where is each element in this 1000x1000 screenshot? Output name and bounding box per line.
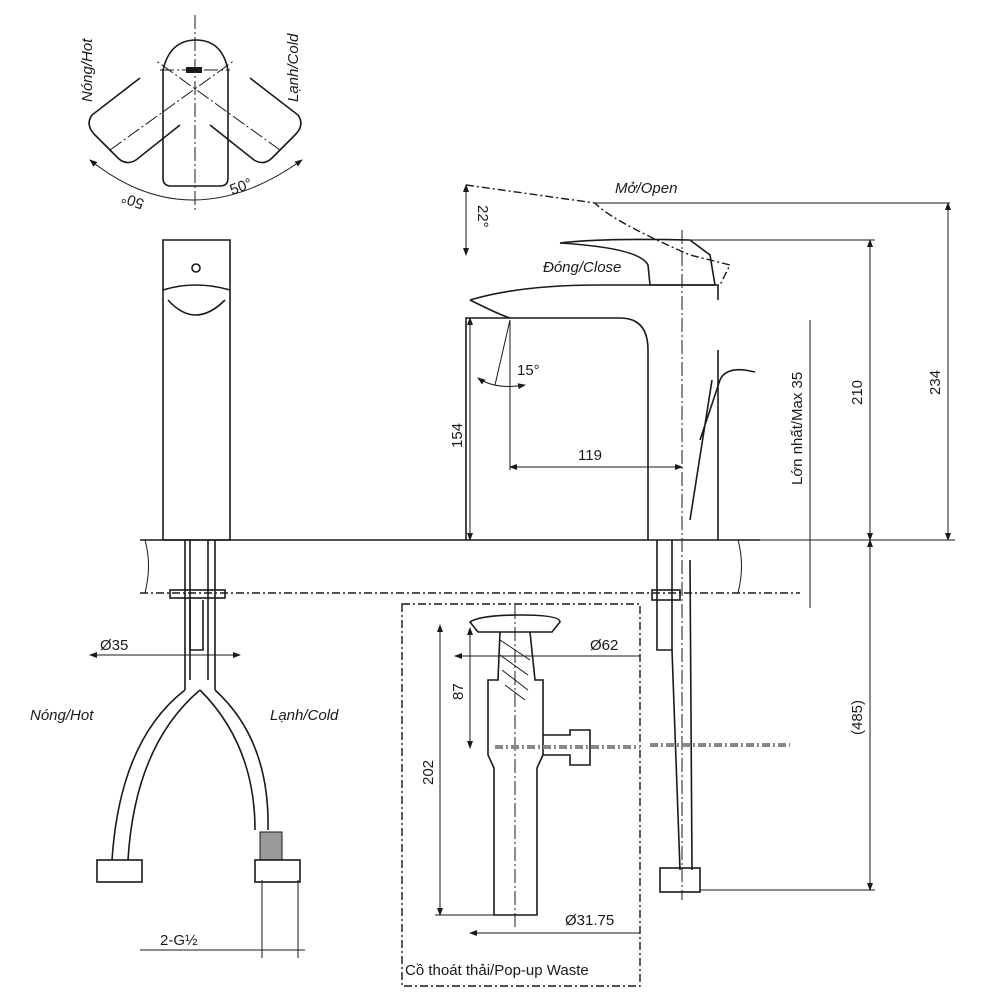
length-202-dim: 202 <box>420 760 437 785</box>
depth-87-dim: 87 <box>450 683 467 700</box>
front-view-faucet <box>89 239 305 958</box>
spout-height-dim: 154 <box>449 423 466 448</box>
hose-hot-label: Nóng/Hot <box>30 707 94 724</box>
flange-diameter-dim: Ø62 <box>590 637 618 654</box>
max-counter-label: Lớn nhất/Max 35 <box>789 372 806 485</box>
top-angle-left: 50° <box>119 188 146 212</box>
shank-diameter-label: Ø35 <box>100 637 128 654</box>
below-counter-dim: (485) <box>849 700 866 735</box>
open-position-label: Mở/Open <box>615 180 677 197</box>
height-closed-dim: 210 <box>849 380 866 405</box>
tail-diameter-dim: Ø31.75 <box>565 912 614 929</box>
lever-angle-label: 22° <box>474 205 491 228</box>
countertop <box>140 539 800 594</box>
top-hot-label: Nóng/Hot <box>79 38 96 102</box>
popup-waste-title: Cồ thoát thải/Pop-up Waste <box>405 962 589 979</box>
popup-waste-detail <box>401 603 641 987</box>
close-position-label: Đóng/Close <box>543 259 621 276</box>
top-cold-label: Lạnh/Cold <box>285 33 302 102</box>
spout-angle-label: 15° <box>517 362 540 379</box>
height-open-dim: 234 <box>927 370 944 395</box>
top-angle-right: 50° <box>228 175 255 199</box>
side-view-faucet <box>463 184 955 900</box>
hose-cold-label: Lạnh/Cold <box>270 707 339 724</box>
spout-reach-dim: 119 <box>578 447 602 464</box>
top-view-handle <box>88 15 303 212</box>
thread-size-label: 2-G½ <box>160 932 198 949</box>
